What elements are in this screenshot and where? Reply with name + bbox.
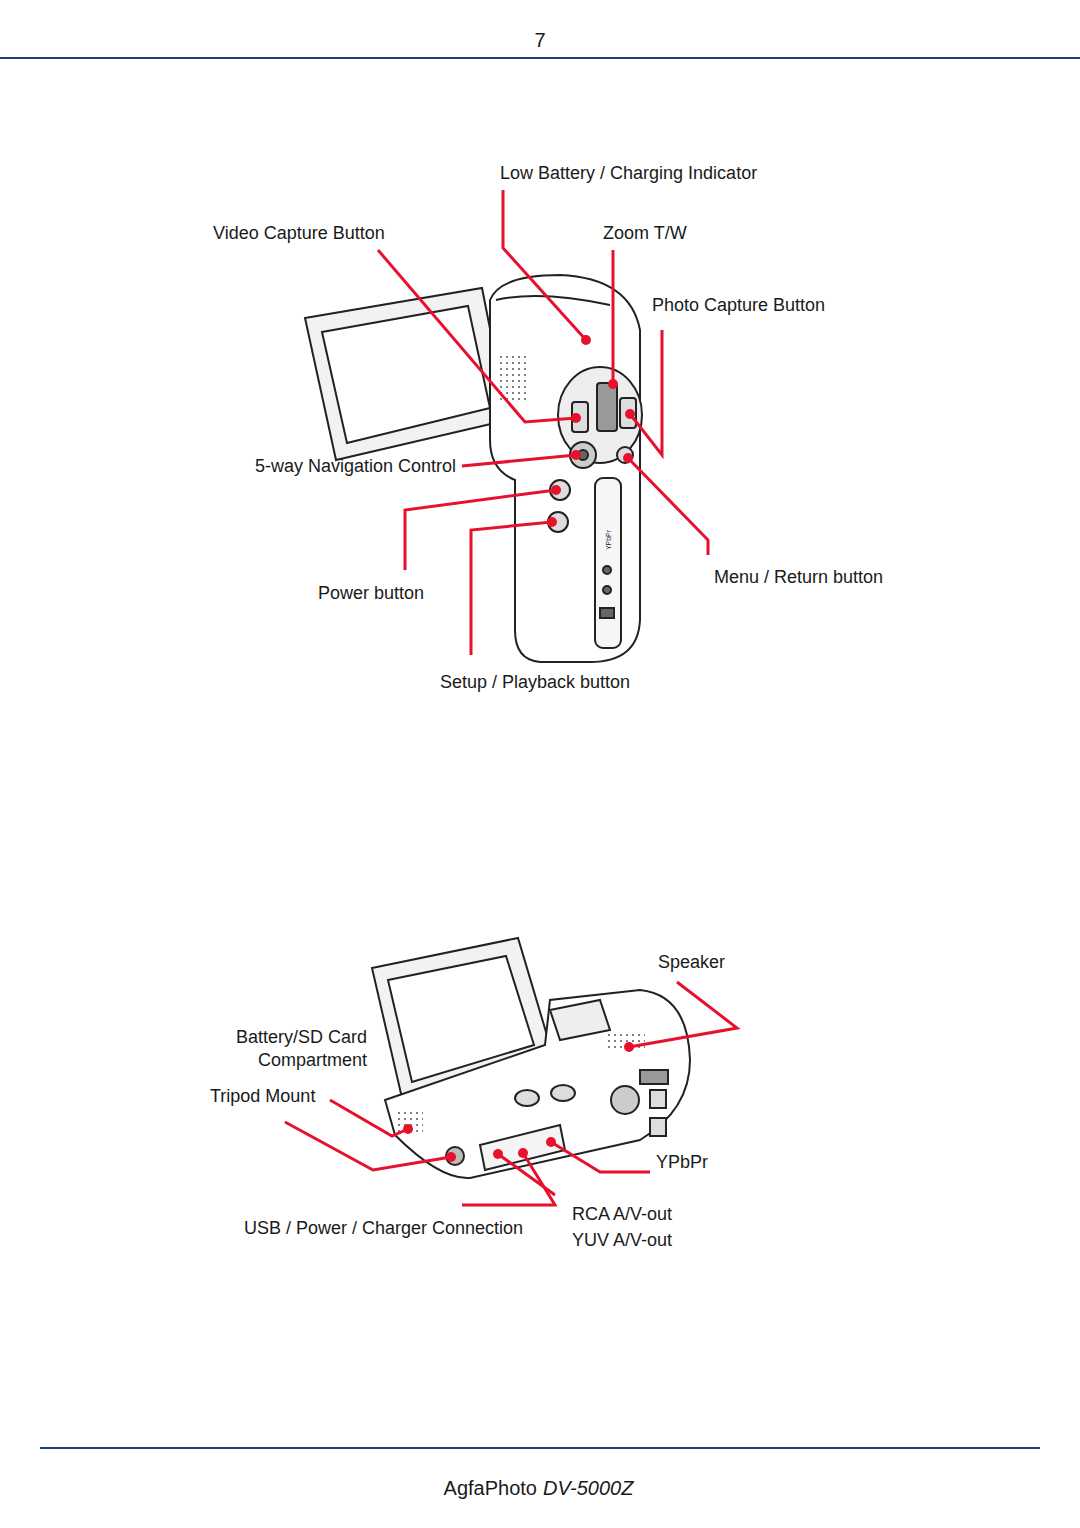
footer-rule (40, 1447, 1040, 1449)
part-label: Speaker (658, 951, 725, 974)
page-number: 7 (534, 27, 545, 53)
leader-line (285, 982, 737, 1205)
leader-line (378, 190, 708, 655)
part-label: USB / Power / Charger Connection (244, 1217, 523, 1240)
part-label: Low Battery / Charging Indicator (500, 162, 757, 185)
part-label: Photo Capture Button (652, 294, 825, 317)
part-label: Tripod Mount (210, 1085, 315, 1108)
part-label: Menu / Return button (714, 566, 883, 589)
part-label: YPbPr (656, 1151, 708, 1174)
part-label: Battery/SD Card Compartment (207, 1026, 367, 1072)
model-name: DV-5000Z (543, 1475, 633, 1501)
leader-dot (547, 335, 635, 527)
camera-bottom-view (372, 938, 690, 1178)
part-label: YUV A/V-out (572, 1229, 672, 1252)
part-label: RCA A/V-out (572, 1203, 672, 1226)
body-print: YPbPr (604, 530, 613, 550)
part-label: Zoom T/W (603, 222, 687, 245)
model-brand: AgfaPhoto (444, 1475, 537, 1501)
part-label: Power button (318, 582, 424, 605)
header-rule (0, 57, 1080, 59)
part-label: 5-way Navigation Control (255, 455, 456, 478)
part-label: Setup / Playback button (440, 671, 630, 694)
leader-dot (403, 1042, 634, 1162)
part-label: Video Capture Button (213, 222, 385, 245)
